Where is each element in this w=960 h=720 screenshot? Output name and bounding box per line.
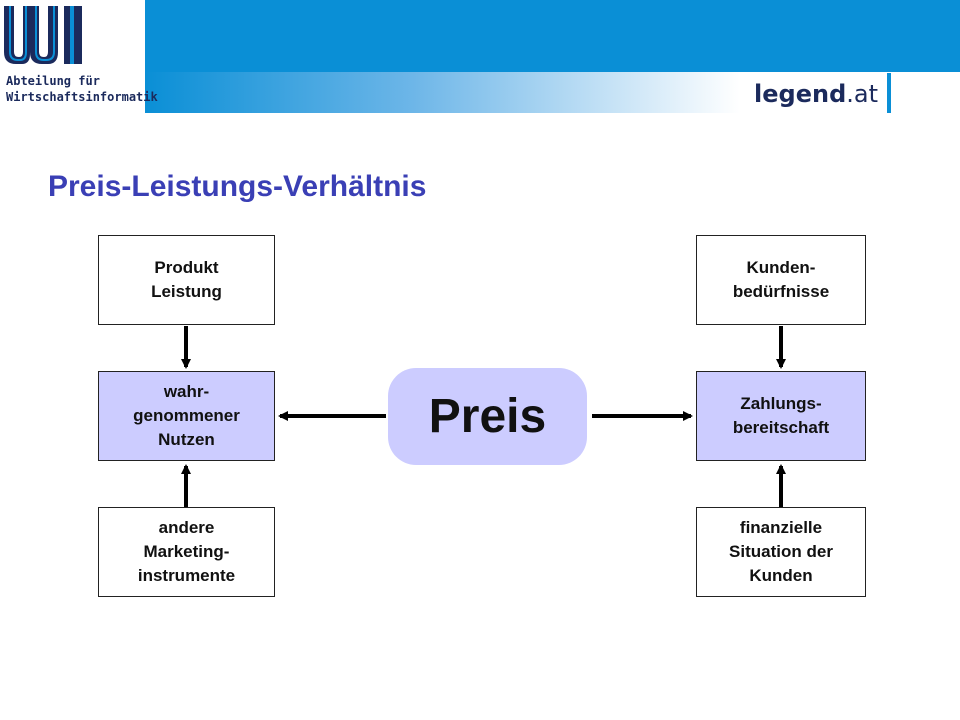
wi-logo-icon [4,6,82,64]
header-gradient [145,72,740,113]
logo: Abteilung für Wirtschaftsinformatik [0,0,158,113]
box-wahrgenommener-nutzen: wahr- genommener Nutzen [98,371,275,461]
box-finanzielle-situation: finanzielle Situation der Kunden [696,507,866,597]
box-zahlungsbereitschaft: Zahlungs- bereitschaft [696,371,866,461]
brand-divider [887,73,891,113]
preis-node: Preis [388,368,587,465]
box-produkt-leistung: Produkt Leistung [98,235,275,325]
page-title: Preis-Leistungs-Verhältnis [48,170,427,203]
logo-line-1: Abteilung für [6,74,100,88]
header-bar [145,0,960,72]
brand-bold: legend [754,80,847,108]
logo-line-2: Wirtschaftsinformatik [6,90,158,104]
box-kundenbeduerfnisse: Kunden- bedürfnisse [696,235,866,325]
brand-legend-at: legend.at [754,80,878,108]
box-andere-marketinginstrumente: andere Marketing- instrumente [98,507,275,597]
brand-suffix: .at [846,80,878,108]
